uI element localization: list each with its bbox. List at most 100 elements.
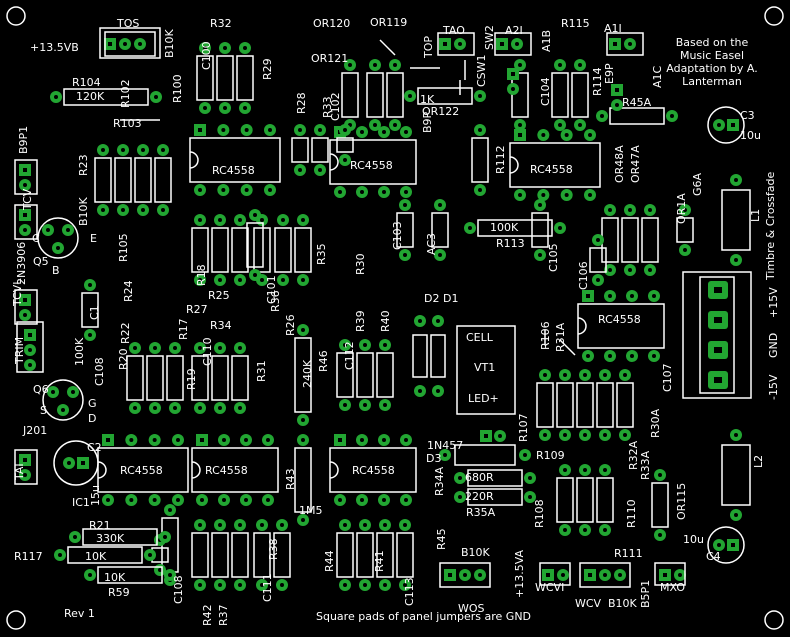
component-outline xyxy=(104,31,156,57)
r100-label: R100 xyxy=(171,74,184,103)
pad-hole xyxy=(176,438,180,442)
pad-hole xyxy=(404,190,408,194)
pad-hole xyxy=(121,148,125,152)
v135-label: +13.5VA xyxy=(513,549,526,598)
pad-hole xyxy=(518,63,522,67)
pad-hole xyxy=(101,148,105,152)
r39-label: R39 xyxy=(354,310,367,332)
pad-hole xyxy=(108,42,112,46)
pad-hole xyxy=(238,218,242,222)
r114-label: R114 xyxy=(591,67,604,96)
pad-hole xyxy=(281,278,285,282)
pad-hole xyxy=(198,128,202,132)
component-outline xyxy=(97,566,163,584)
or47a-label: OR47A xyxy=(629,145,642,183)
footer-note: Square pads of panel jumpers are GND xyxy=(316,610,532,623)
pad-hole xyxy=(198,406,202,410)
r32-label: R32 xyxy=(210,17,232,30)
pad-hole xyxy=(46,228,50,232)
pad-hole xyxy=(223,46,227,50)
vt1-name: VT1 xyxy=(474,361,496,374)
pad-hole xyxy=(734,433,738,437)
pad-hole xyxy=(260,278,264,282)
c2-value: 15u xyxy=(89,485,102,506)
pad-hole xyxy=(123,42,127,46)
component-outline xyxy=(551,72,569,118)
side-note: Timbre & Crossfade xyxy=(764,171,777,280)
vt1-bottom: LED+ xyxy=(468,392,499,405)
csw-label: CSW1 xyxy=(475,54,488,87)
component-outline xyxy=(356,352,374,398)
pad-hole xyxy=(152,498,157,502)
pad-hole xyxy=(436,319,440,323)
r100k-label: 100K xyxy=(490,221,519,234)
component-outline xyxy=(14,289,38,325)
pad-hole xyxy=(528,476,532,480)
pad-hole xyxy=(218,278,222,282)
pad-hole xyxy=(623,433,627,437)
ic-label: RC4558 xyxy=(205,464,248,477)
pad-hole xyxy=(443,453,447,457)
r24-label: R24 xyxy=(122,280,135,302)
pad-hole xyxy=(468,226,472,230)
pad-hole xyxy=(458,495,462,499)
pad-hole xyxy=(588,193,592,197)
pad-hole xyxy=(648,268,652,272)
component-outline xyxy=(81,292,99,328)
component-outline xyxy=(99,27,161,59)
pad-hole xyxy=(382,130,386,134)
r10k-vlabel: B10K xyxy=(163,29,176,58)
a1i-label: A1I xyxy=(604,22,622,35)
r240k-label: 240K xyxy=(301,359,314,388)
pad-hole xyxy=(564,133,569,137)
component-outline xyxy=(721,189,751,251)
pad-hole xyxy=(603,573,607,577)
pad-hole xyxy=(260,523,264,527)
r35a-label: R35A xyxy=(466,506,496,519)
pad-hole xyxy=(670,114,674,118)
ic-notch xyxy=(191,461,201,479)
pad-hole xyxy=(23,313,27,317)
pad-hole xyxy=(121,208,125,212)
r20-label: R20 xyxy=(117,348,130,370)
r43-label: R43 xyxy=(284,468,297,490)
component-outline xyxy=(596,382,614,428)
r103-label: R103 xyxy=(113,117,142,130)
title-note: Based on the Music Easel Adaptation by A… xyxy=(666,36,758,88)
diode-type: 1N457 xyxy=(427,439,464,452)
capacitor-outline xyxy=(53,440,99,486)
pad-hole xyxy=(28,363,32,367)
component-outline xyxy=(621,217,639,263)
pad-hole xyxy=(198,523,202,527)
pad-hole xyxy=(714,317,722,323)
r41-label: R41 xyxy=(373,550,386,572)
ic-notch xyxy=(577,317,587,335)
pad-hole xyxy=(218,218,222,222)
component-outline xyxy=(329,447,417,493)
r1k-label: 1K xyxy=(420,93,435,106)
pad-hole xyxy=(731,543,735,547)
component-outline xyxy=(467,469,523,487)
pad-hole xyxy=(628,208,632,212)
pad-hole xyxy=(268,188,272,192)
component-outline xyxy=(63,88,149,106)
tao-label: TAO xyxy=(443,24,465,37)
pad-hole xyxy=(23,168,27,172)
r45a-label: R45A xyxy=(622,96,652,109)
b9p1-label: B9P1 xyxy=(17,125,30,154)
r108-label: R108 xyxy=(533,499,546,528)
pad-hole xyxy=(200,438,204,442)
pad-hole xyxy=(338,498,342,502)
r59-label: R59 xyxy=(108,586,130,599)
r102-label: R102 xyxy=(119,79,132,108)
r112-label: R112 xyxy=(494,145,507,174)
component-outline xyxy=(14,204,38,240)
component-outline xyxy=(134,157,152,203)
mounting-hole xyxy=(764,6,784,26)
pad-hole xyxy=(404,130,408,134)
pad-hole xyxy=(600,114,604,118)
pad-hole xyxy=(198,188,202,192)
r43-value: 1M5 xyxy=(299,504,323,517)
r30-label: R30 xyxy=(354,253,367,275)
